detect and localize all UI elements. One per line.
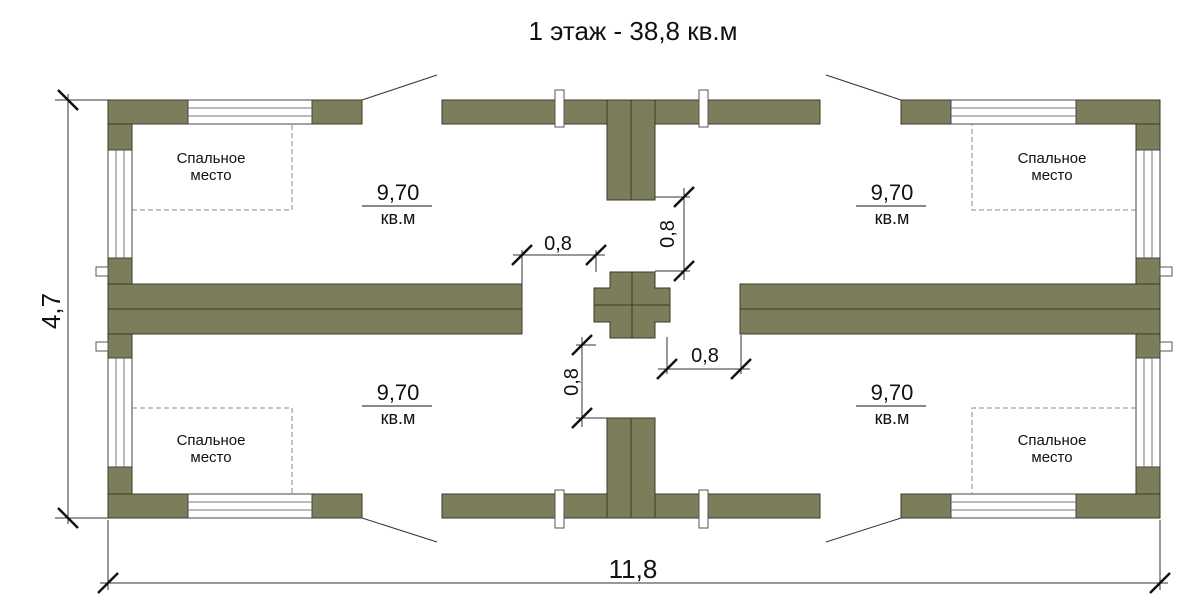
window-glazing	[115, 107, 1153, 511]
bed-label-br-1: Спальное	[1018, 432, 1087, 449]
room-area-tl: 9,70	[377, 180, 420, 205]
gap-label-top-right: 0,8	[657, 220, 679, 248]
room-unit-bl: кв.м	[381, 408, 416, 428]
bed-label-tl-1: Спальное	[177, 150, 246, 167]
gap-label-bottom-left: 0,8	[561, 368, 583, 396]
bed-label-bl-1: Спальное	[177, 432, 246, 449]
overall-depth-label: 4,7	[36, 293, 66, 329]
room-unit-tr: кв.м	[875, 208, 910, 228]
room-area-tr: 9,70	[871, 180, 914, 205]
dimension-ticks	[57, 89, 1171, 594]
bed-label-br-2: место	[1031, 449, 1072, 466]
bed-outlines	[132, 124, 1136, 494]
room-unit-tl: кв.м	[381, 208, 416, 228]
room-area-bl: 9,70	[377, 380, 420, 405]
wall-tabs	[95, 89, 1173, 529]
plan-title: 1 этаж - 38,8 кв.м	[528, 16, 737, 46]
windows	[107, 99, 1161, 519]
bed-label-tl-2: место	[190, 167, 231, 184]
bed-label-tr-1: Спальное	[1018, 150, 1087, 167]
overall-width-label: 11,8	[609, 554, 658, 584]
room-area-br: 9,70	[871, 380, 914, 405]
bed-label-tr-2: место	[1031, 167, 1072, 184]
room-unit-br: кв.м	[875, 408, 910, 428]
gap-label-top-left: 0,8	[544, 233, 572, 255]
wall-joints	[108, 100, 1160, 518]
bed-label-bl-2: место	[190, 449, 231, 466]
gap-label-bottom-right: 0,8	[691, 345, 719, 367]
